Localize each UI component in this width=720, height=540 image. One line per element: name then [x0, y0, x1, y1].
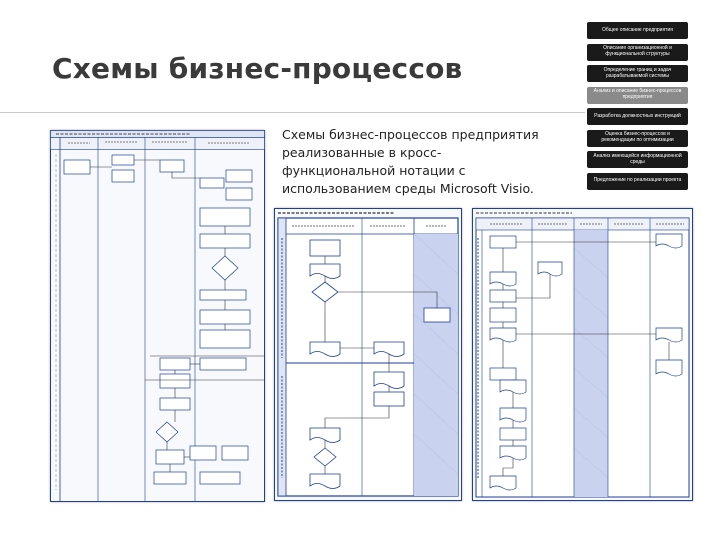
- methodology-steps: Общее описание предприятия Описание орга…: [587, 22, 688, 194]
- step-company-overview: Общее описание предприятия: [587, 22, 688, 39]
- step-label: Определение границ и задач разрабатываем…: [603, 66, 672, 79]
- step-label: Анализ имеющейся информационной среды: [593, 152, 682, 165]
- step-information-environment: Анализ имеющейся информационной среды: [587, 151, 688, 168]
- slide-title: Схемы бизнес-процессов: [52, 52, 463, 85]
- flowchart-1-graphic: [50, 130, 265, 502]
- flowchart-image-3: [472, 208, 693, 501]
- title-divider: [0, 112, 585, 113]
- step-business-process-analysis: Анализ и описание бизнес-процессов предп…: [587, 86, 688, 104]
- step-job-instructions: Разработка должностных инструкций: [587, 108, 688, 125]
- step-label: Разработка должностных инструкций: [594, 112, 681, 119]
- flowchart-image-1: [50, 130, 265, 502]
- flowchart-2-graphic: [274, 208, 462, 501]
- step-label: Оценка бизнес-процессов и рекомендации п…: [601, 131, 674, 143]
- flowchart-image-2: [274, 208, 462, 501]
- step-org-structure: Описание организационной и функционально…: [587, 43, 688, 61]
- step-implementation-proposal: Предложение по реализации проекта: [587, 172, 688, 190]
- step-process-assessment: Оценка бизнес-процессов и рекомендации п…: [587, 129, 688, 147]
- step-label: Общее описание предприятия: [602, 26, 673, 33]
- step-system-boundaries: Определение границ и задач разрабатываем…: [587, 65, 688, 82]
- step-label: Описание организационной и функционально…: [603, 45, 672, 57]
- flowchart-3-graphic: [472, 208, 693, 501]
- slide-description: Схемы бизнес-процессов предприятия реали…: [282, 127, 539, 196]
- step-label: Анализ и описание бизнес-процессов предп…: [593, 88, 682, 100]
- step-label: Предложение по реализации проекта: [593, 177, 682, 184]
